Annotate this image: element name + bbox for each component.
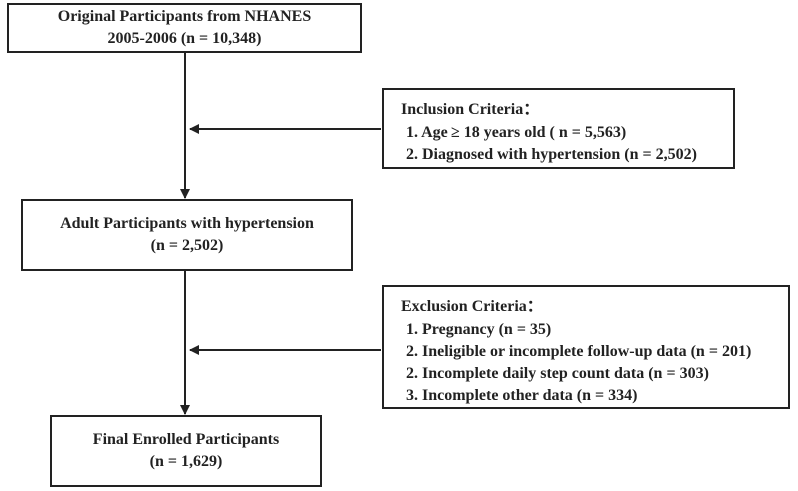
original-participants-line1: Original Participants from NHANES xyxy=(57,8,312,25)
exclusion-criteria-item: 3. Incomplete other data (n = 334) xyxy=(406,387,638,404)
exclusion-criteria-item: 2. Ineligible or incomplete follow-up da… xyxy=(406,343,752,360)
exclusion-criteria-item: 1. Pregnancy (n = 35) xyxy=(406,321,552,338)
exclusion-criteria-heading: Exclusion Criteria： xyxy=(401,298,543,315)
final-participants-box: Final Enrolled Participants (n = 1,629) xyxy=(50,415,322,487)
exclusion-criteria-item: 2. Incomplete daily step count data (n =… xyxy=(406,365,709,382)
final-participants-line2: (n = 1,629) xyxy=(149,453,223,470)
adult-participants-box: Adult Participants with hypertension (n … xyxy=(21,199,353,271)
adult-participants-line2: (n = 2,502) xyxy=(150,237,224,254)
original-participants-box: Original Participants from NHANES 2005-2… xyxy=(7,3,362,53)
inclusion-criteria-item: 2. Diagnosed with hypertension (n = 2,50… xyxy=(406,146,697,163)
inclusion-criteria-item: 1. Age ≥ 18 years old ( n = 5,563) xyxy=(406,124,627,141)
final-participants-line1: Final Enrolled Participants xyxy=(92,431,280,448)
adult-participants-line1: Adult Participants with hypertension xyxy=(60,215,314,232)
original-participants-line2: 2005-2006 (n = 10,348) xyxy=(107,30,262,47)
inclusion-criteria-heading: Inclusion Criteria： xyxy=(401,101,540,118)
inclusion-criteria-box: Inclusion Criteria： 1. Age ≥ 18 years ol… xyxy=(382,88,735,169)
exclusion-criteria-box: Exclusion Criteria： 1. Pregnancy (n = 35… xyxy=(382,285,790,409)
